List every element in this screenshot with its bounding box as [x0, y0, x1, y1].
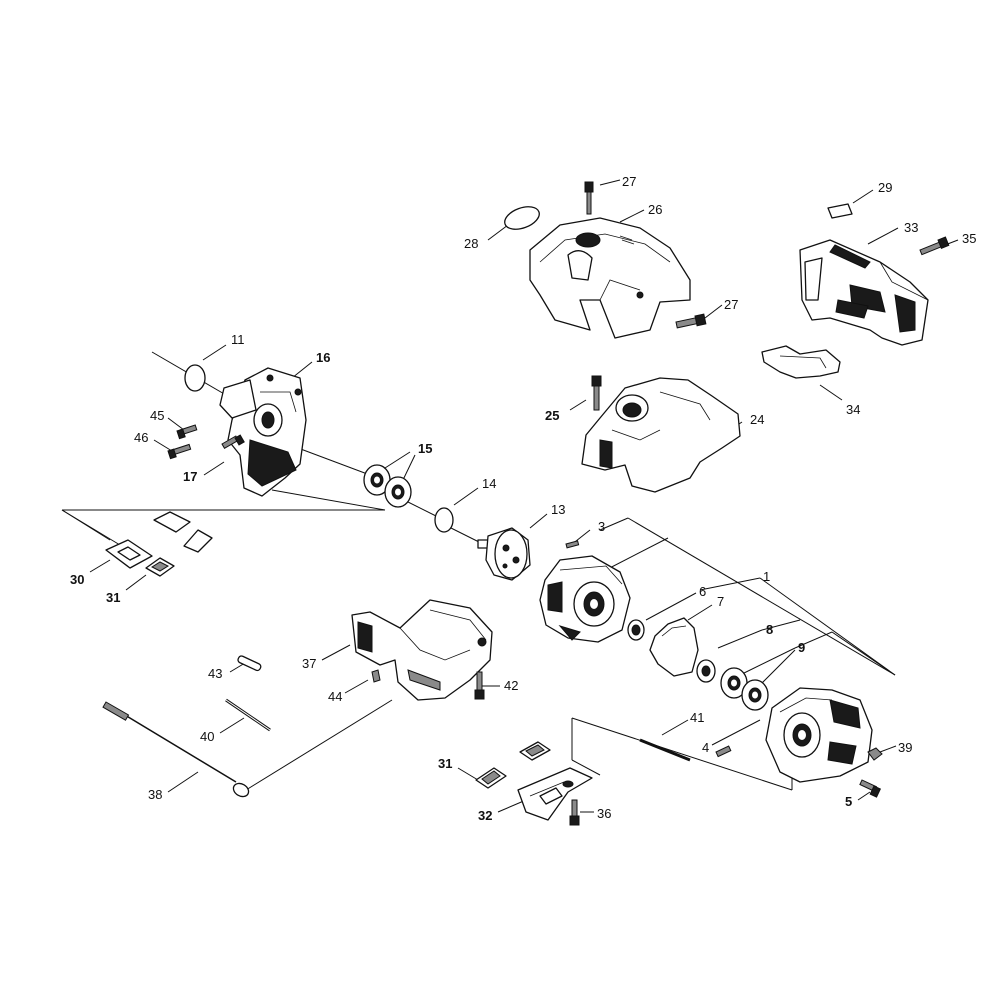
screw-5 [859, 779, 882, 798]
part-label-43: 43 [208, 666, 222, 681]
part-label-27-top: 27 [622, 174, 636, 189]
part-label-9: 9 [798, 640, 805, 655]
part-label-28: 28 [464, 236, 478, 251]
screw-45 [176, 424, 198, 440]
starter-housing [351, 599, 493, 701]
insulator-upper [153, 511, 213, 553]
screw-27-top [584, 181, 594, 215]
part-label-32: 32 [478, 808, 492, 823]
leader-lines [61, 179, 959, 813]
part-label-24: 24 [750, 412, 764, 427]
cylinder-cover [529, 217, 691, 339]
gasket-30 [105, 539, 153, 569]
part-label-41: 41 [690, 710, 704, 725]
plug-43 [237, 655, 262, 672]
part-label-29: 29 [878, 180, 892, 195]
oil-seal-8 [696, 659, 716, 683]
part-label-4: 4 [702, 740, 709, 755]
crankcase-left [219, 367, 307, 497]
insulator-32 [517, 767, 593, 821]
fan-cover [581, 377, 741, 493]
pin-3 [565, 540, 580, 549]
gasket-31-lower [475, 767, 507, 789]
part-label-6: 6 [699, 584, 706, 599]
part-label-26: 26 [648, 202, 662, 217]
bearing-9b [741, 679, 769, 711]
part-label-14: 14 [482, 476, 496, 491]
part-label-3: 3 [598, 519, 605, 534]
part-label-35: 35 [962, 231, 976, 246]
part-label-8: 8 [766, 622, 773, 637]
oil-seal-6 [627, 619, 645, 641]
screw-35 [919, 236, 950, 256]
part-label-31-left: 31 [106, 590, 120, 605]
part-label-42: 42 [504, 678, 518, 693]
nut-39 [867, 747, 883, 761]
part-label-45: 45 [150, 408, 164, 423]
part-labels: 11 16 45 46 17 15 14 13 30 31 27 26 28 2… [70, 174, 976, 823]
part-label-27-right: 27 [724, 297, 738, 312]
screw-17 [221, 434, 245, 450]
part-label-1: 1 [763, 569, 770, 584]
pin-4 [715, 745, 732, 758]
part-label-39: 39 [898, 740, 912, 755]
snap-ring-14 [434, 507, 454, 533]
part-label-38: 38 [148, 787, 162, 802]
part-label-31-lower: 31 [438, 756, 452, 771]
decal-oval [504, 206, 540, 230]
screw-27-right [675, 313, 707, 329]
clutch-drum [477, 527, 531, 581]
rod-41 [639, 738, 691, 762]
screw-36 [569, 799, 580, 826]
screw-42 [474, 671, 485, 700]
throttle-cable [102, 701, 250, 798]
air-cleaner-cover [799, 239, 929, 346]
gasket-31-left [145, 557, 175, 577]
insulator-gasket-top [519, 741, 551, 761]
gasket-7 [649, 617, 699, 677]
label-29 [827, 203, 853, 219]
screw-46 [167, 443, 192, 460]
part-label-30: 30 [70, 572, 84, 587]
part-label-34: 34 [846, 402, 860, 417]
rod-40 [225, 698, 271, 732]
crankcase-right-half [539, 555, 631, 643]
part-label-5: 5 [845, 794, 852, 809]
part-label-33: 33 [904, 220, 918, 235]
filter-plate [761, 345, 841, 379]
part-label-15: 15 [418, 441, 432, 456]
part-label-17: 17 [183, 469, 197, 484]
part-label-13: 13 [551, 502, 565, 517]
part-label-16: 16 [316, 350, 330, 365]
part-label-46: 46 [134, 430, 148, 445]
o-ring-11 [184, 364, 206, 392]
part-label-36: 36 [597, 806, 611, 821]
screw-25 [591, 375, 602, 411]
part-label-11: 11 [231, 332, 245, 347]
part-label-37: 37 [302, 656, 316, 671]
part-label-40: 40 [200, 729, 214, 744]
clip-44 [371, 669, 381, 683]
bearing-15b [384, 476, 412, 508]
crankcase-rear [765, 687, 873, 783]
part-label-7: 7 [717, 594, 724, 609]
part-label-25: 25 [545, 408, 559, 423]
part-label-44: 44 [328, 689, 342, 704]
